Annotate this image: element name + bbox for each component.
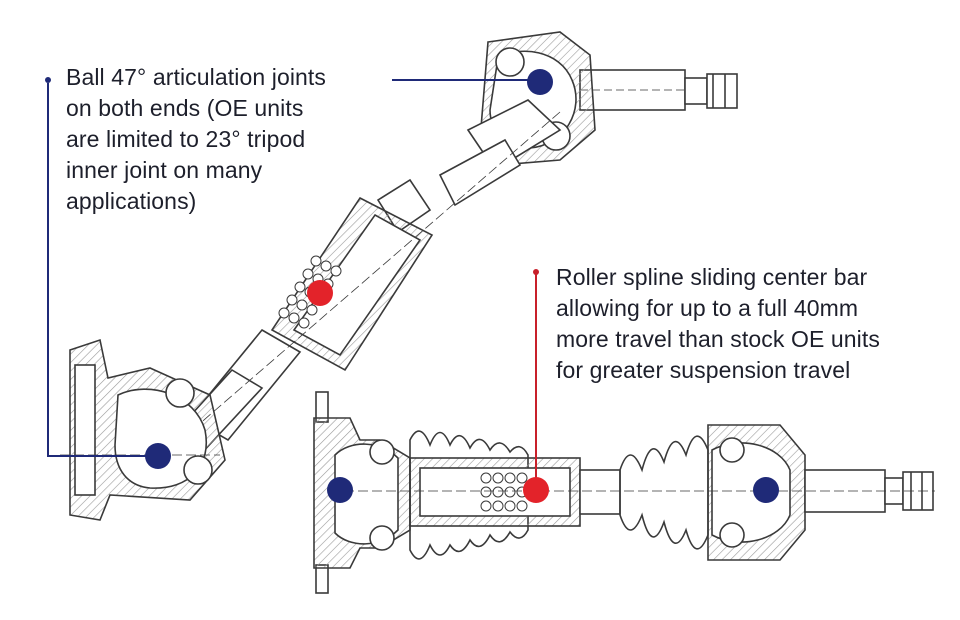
joint-marker-straight-left xyxy=(327,477,353,503)
middle-shaft xyxy=(579,469,621,515)
right-stub-shaft xyxy=(579,69,738,111)
left-boot xyxy=(409,430,529,560)
spline-callout-line: Roller spline sliding center bar xyxy=(556,264,868,290)
spline-callout-line: allowing for up to a full 40mm xyxy=(556,295,859,321)
spline-callout: Roller spline sliding center bar allowin… xyxy=(556,262,880,386)
articulation-callout-line: on both ends (OE units xyxy=(66,95,304,121)
right-boot xyxy=(619,435,709,550)
center-sliding-sleeve xyxy=(409,457,581,527)
articulation-callout: Ball 47° articulation joints on both end… xyxy=(66,62,326,217)
angled-shaft-tube xyxy=(168,99,562,457)
spline-marker-angled xyxy=(307,280,333,306)
lower-inner-joint-housing xyxy=(60,338,226,521)
markers xyxy=(145,69,779,503)
articulation-callout-line: applications) xyxy=(66,188,197,214)
joint-marker-upper xyxy=(527,69,553,95)
straight-axle-drawing xyxy=(313,391,935,594)
straight-roller-array xyxy=(480,472,528,512)
articulation-callout-line: Ball 47° articulation joints xyxy=(66,64,327,90)
joint-marker-lower-left xyxy=(145,443,171,469)
callout-bullet-spline xyxy=(533,269,539,275)
spline-callout-line: for greater suspension travel xyxy=(556,357,851,383)
articulation-callout-line: are limited to 23° tripod xyxy=(66,126,306,152)
spline-marker-straight xyxy=(523,477,549,503)
leader-lines xyxy=(47,79,538,490)
joint-marker-straight-right xyxy=(753,477,779,503)
callout-bullet-articulation xyxy=(45,77,51,83)
lower-left-flange xyxy=(313,391,411,594)
leader-line-lower-joint xyxy=(47,83,156,457)
spline-callout-line: more travel than stock OE units xyxy=(556,326,880,352)
angled-roller-array xyxy=(278,255,342,329)
articulation-callout-line: inner joint on many xyxy=(66,157,263,183)
angled-axle-drawing xyxy=(60,31,738,521)
